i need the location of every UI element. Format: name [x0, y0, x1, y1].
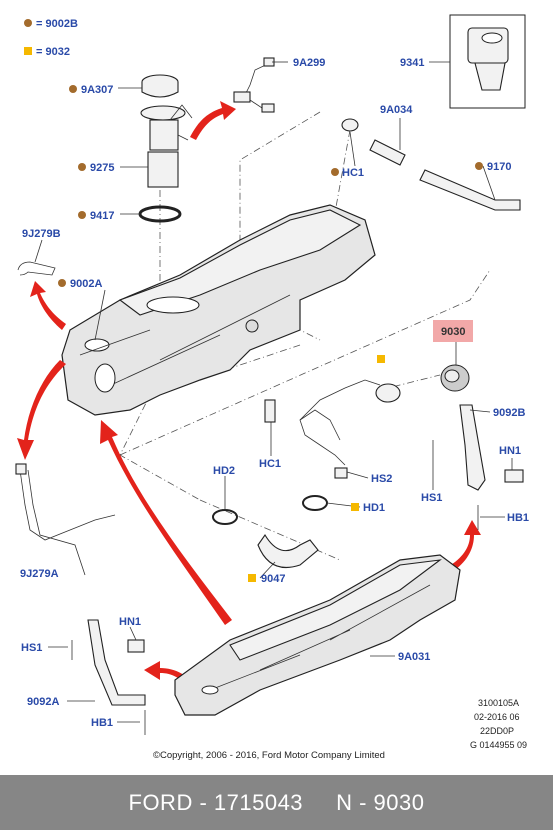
marker-9170 — [475, 162, 483, 170]
ref-line-1: 3100105A — [478, 698, 519, 708]
label-9J279B: 9J279B — [22, 228, 61, 240]
bracket-9092A — [71, 619, 146, 735]
vent-tube-9170 — [419, 169, 521, 211]
filler-pipe-assembly — [264, 379, 401, 479]
clip-9J279B — [17, 261, 56, 276]
label-9030: 9030 — [441, 326, 465, 338]
marker-HD1 — [351, 503, 359, 511]
legend-yellow-label: = 9032 — [36, 46, 70, 58]
marker-HC1-top — [331, 168, 339, 176]
marker-9A307 — [69, 85, 77, 93]
hose-9047 — [257, 533, 319, 569]
label-HN1-left: HN1 — [119, 616, 141, 628]
marker-9002A — [58, 279, 66, 287]
label-HC1-mid: HC1 — [259, 458, 281, 470]
label-9J279A: 9J279A — [20, 568, 59, 580]
label-9092B: 9092B — [493, 407, 525, 419]
label-9170: 9170 — [487, 161, 511, 173]
marker-9047 — [248, 574, 256, 582]
copyright-notice: ©Copyright, 2006 - 2016, Ford Motor Comp… — [153, 750, 385, 761]
wiring-9J279A — [15, 463, 116, 576]
label-9275: 9275 — [90, 162, 114, 174]
ref-line-3: 22DD0P — [480, 726, 514, 736]
vapor-tube-9A034 — [341, 118, 406, 166]
marker-yellow-filler — [377, 355, 385, 363]
label-9A031: 9A031 — [398, 651, 430, 663]
leader-lines — [34, 61, 513, 723]
legend-brown-label: = 9002B — [36, 18, 78, 30]
label-9A299: 9A299 — [293, 57, 325, 69]
module-9341 — [449, 14, 526, 109]
fuel-pump-module-9275 — [140, 104, 193, 188]
marker-9275 — [78, 163, 86, 171]
label-HD2: HD2 — [213, 465, 235, 477]
ref-line-2: 02-2016 06 — [474, 712, 520, 722]
legend-brown-dot — [24, 19, 32, 27]
footer-label: N - 9030 — [336, 789, 425, 815]
marker-9417 — [78, 211, 86, 219]
label-HD1: HD1 — [363, 502, 385, 514]
footer-separator: - — [192, 789, 214, 815]
label-9002A: 9002A — [70, 278, 102, 290]
bracket-9092B — [432, 404, 524, 530]
label-9417: 9417 — [90, 210, 114, 222]
label-HB1-left: HB1 — [91, 717, 113, 729]
fuel-tank-9002A — [61, 204, 376, 416]
label-9341: 9341 — [400, 57, 424, 69]
ref-line-4: G 0144955 09 — [470, 740, 527, 750]
label-HB1-right: HB1 — [507, 512, 529, 524]
clamp-HD2 — [212, 509, 238, 525]
label-9A307: 9A307 — [81, 84, 113, 96]
exploded-parts-diagram: = 9002B = 9032 — [15, 14, 529, 761]
label-9047: 9047 — [261, 573, 285, 585]
wiring-connector-9A299 — [233, 57, 275, 113]
footer-part-number: 1715043 — [213, 789, 304, 815]
part-number-footer: FORD - 1715043 N - 9030 — [0, 775, 553, 830]
footer-brand: FORD — [128, 789, 193, 815]
label-9092A: 9092A — [27, 696, 59, 708]
label-HN1-right: HN1 — [499, 445, 521, 457]
footer-gap — [303, 790, 336, 816]
label-HS2: HS2 — [371, 473, 392, 485]
red-callout-arrows — [17, 101, 481, 692]
fuel-cap-9A307 — [141, 74, 179, 98]
heat-shield-9A031 — [174, 554, 461, 716]
grommet-9030 — [433, 320, 473, 392]
clamp-HD1 — [302, 495, 328, 511]
label-HS1-right: HS1 — [421, 492, 442, 504]
legend-yellow-square — [24, 47, 32, 55]
label-HC1-top: HC1 — [342, 167, 364, 179]
label-9A034: 9A034 — [380, 104, 413, 116]
label-HS1-left: HS1 — [21, 642, 42, 654]
